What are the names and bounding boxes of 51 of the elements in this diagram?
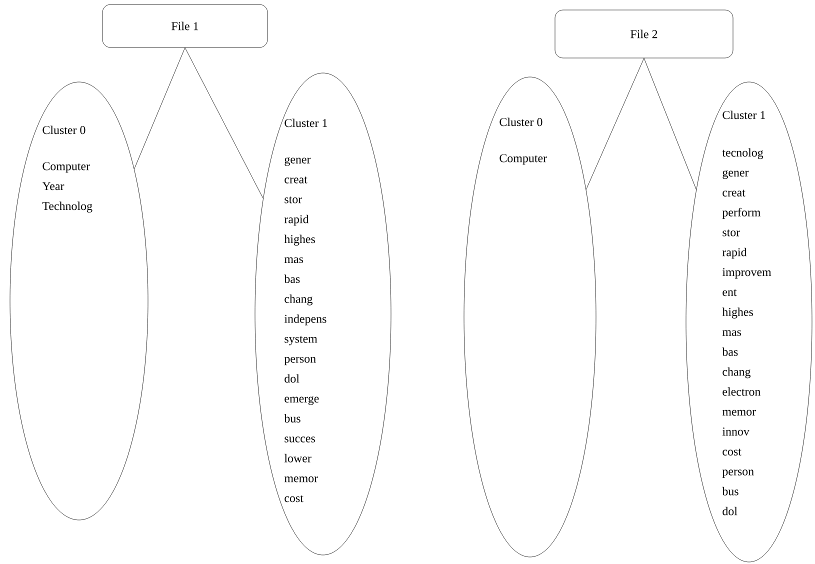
node-label: innov [722,428,750,436]
connector-line [586,58,644,190]
connector-line [184,48,264,199]
node-label: mas [284,257,304,264]
term-list: Computer Year Technolog [42,162,92,213]
node-label: ent [722,289,737,296]
term-list: tecnolog gener creat perform stor rapid improvem ent highes mas bas chang electron memor innov cost person bus dol [722,148,772,516]
node-label: highes [284,234,315,246]
file-box: File 2 [554,10,734,58]
node-label: cost [284,495,304,502]
node-label: mas [722,330,742,336]
cluster-heading: Cluster 1 [284,118,327,128]
node-label: chang [722,367,751,378]
node-label: cost [722,448,742,456]
node-label: creat [722,190,746,196]
node-label: bas [722,347,738,356]
cluster-heading: Cluster 1 [722,110,765,120]
node-label: person [284,356,316,366]
node-label: stor [722,229,740,236]
node-label: gener [722,170,749,179]
node-label: perform [722,208,761,219]
node-label: dol [284,374,300,383]
node-label: bus [722,486,738,496]
node-label: creat [284,176,308,184]
connector-line [644,58,696,190]
node-label: gener [284,157,311,166]
node-label: dol [722,506,738,516]
file-box: File 1 [102,4,268,48]
term-list: Computer [500,154,547,165]
node-label: bus [284,414,300,422]
node-label: lower [284,454,312,462]
node-label: chang [284,294,313,306]
node-label: rapid [284,214,309,226]
node-label: person [722,470,754,478]
node-label: electron [722,387,761,396]
cluster-heading: Cluster 0 [500,118,542,126]
term-list: gener creat stor rapid highes mas bas chang indepens system person dol emerge bus succes lower memor cost [284,157,326,502]
node-label: memor [284,476,318,482]
node-label: memor [722,410,756,416]
node-label: highes [722,308,753,318]
connector-line [134,48,186,170]
node-label: improvem [722,268,772,279]
node-label: system [284,336,318,346]
node-label: indepens [284,314,326,326]
node-label: emerge [284,396,319,406]
node-label: rapid [722,248,747,259]
node-label: tecnolog [722,148,764,160]
cluster-heading: Cluster 0 [42,126,86,134]
node-label: bas [284,274,300,283]
node-label: succes [284,436,315,442]
node-label: stor [284,196,302,204]
